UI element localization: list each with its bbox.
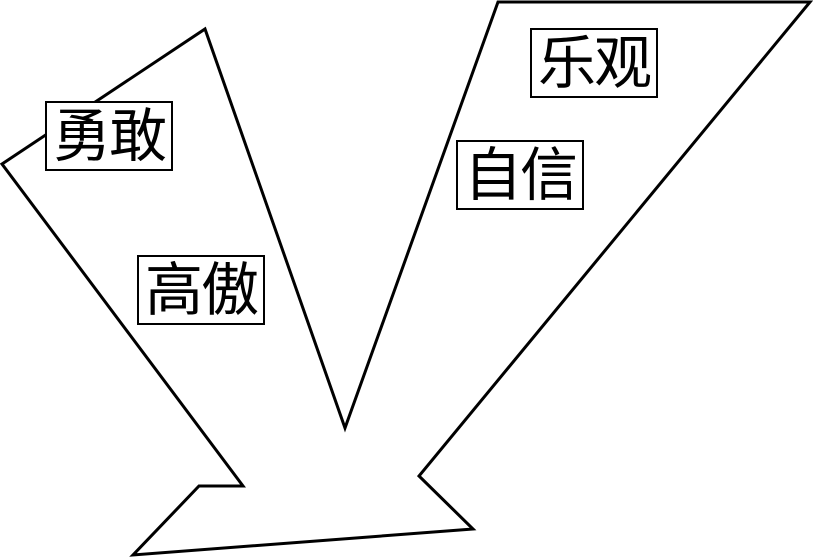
label-brave: 勇敢 [45,101,174,171]
label-optimistic: 乐观 [530,28,659,98]
label-proud: 高傲 [137,255,266,325]
label-confident: 自信 [456,140,585,210]
